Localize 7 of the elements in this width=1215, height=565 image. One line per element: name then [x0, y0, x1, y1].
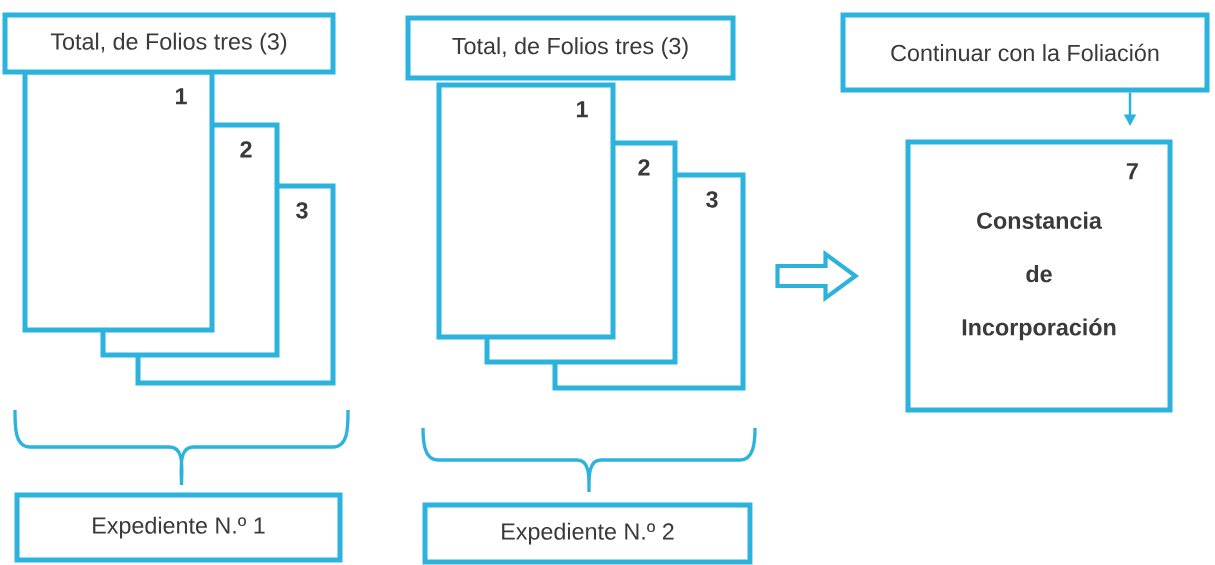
label-box: Expediente N.º 2 — [422, 502, 753, 565]
document-box: Constancia de Incorporación 7 — [905, 139, 1173, 413]
label-box: Total, de Folios tres (3) — [405, 15, 736, 81]
label-box: Expediente N.º 1 — [14, 492, 343, 563]
label-box: Total, de Folios tres (3) — [2, 12, 336, 75]
hollow-arrow — [775, 249, 860, 303]
label-box: Continuar con la Foliación — [840, 12, 1210, 93]
